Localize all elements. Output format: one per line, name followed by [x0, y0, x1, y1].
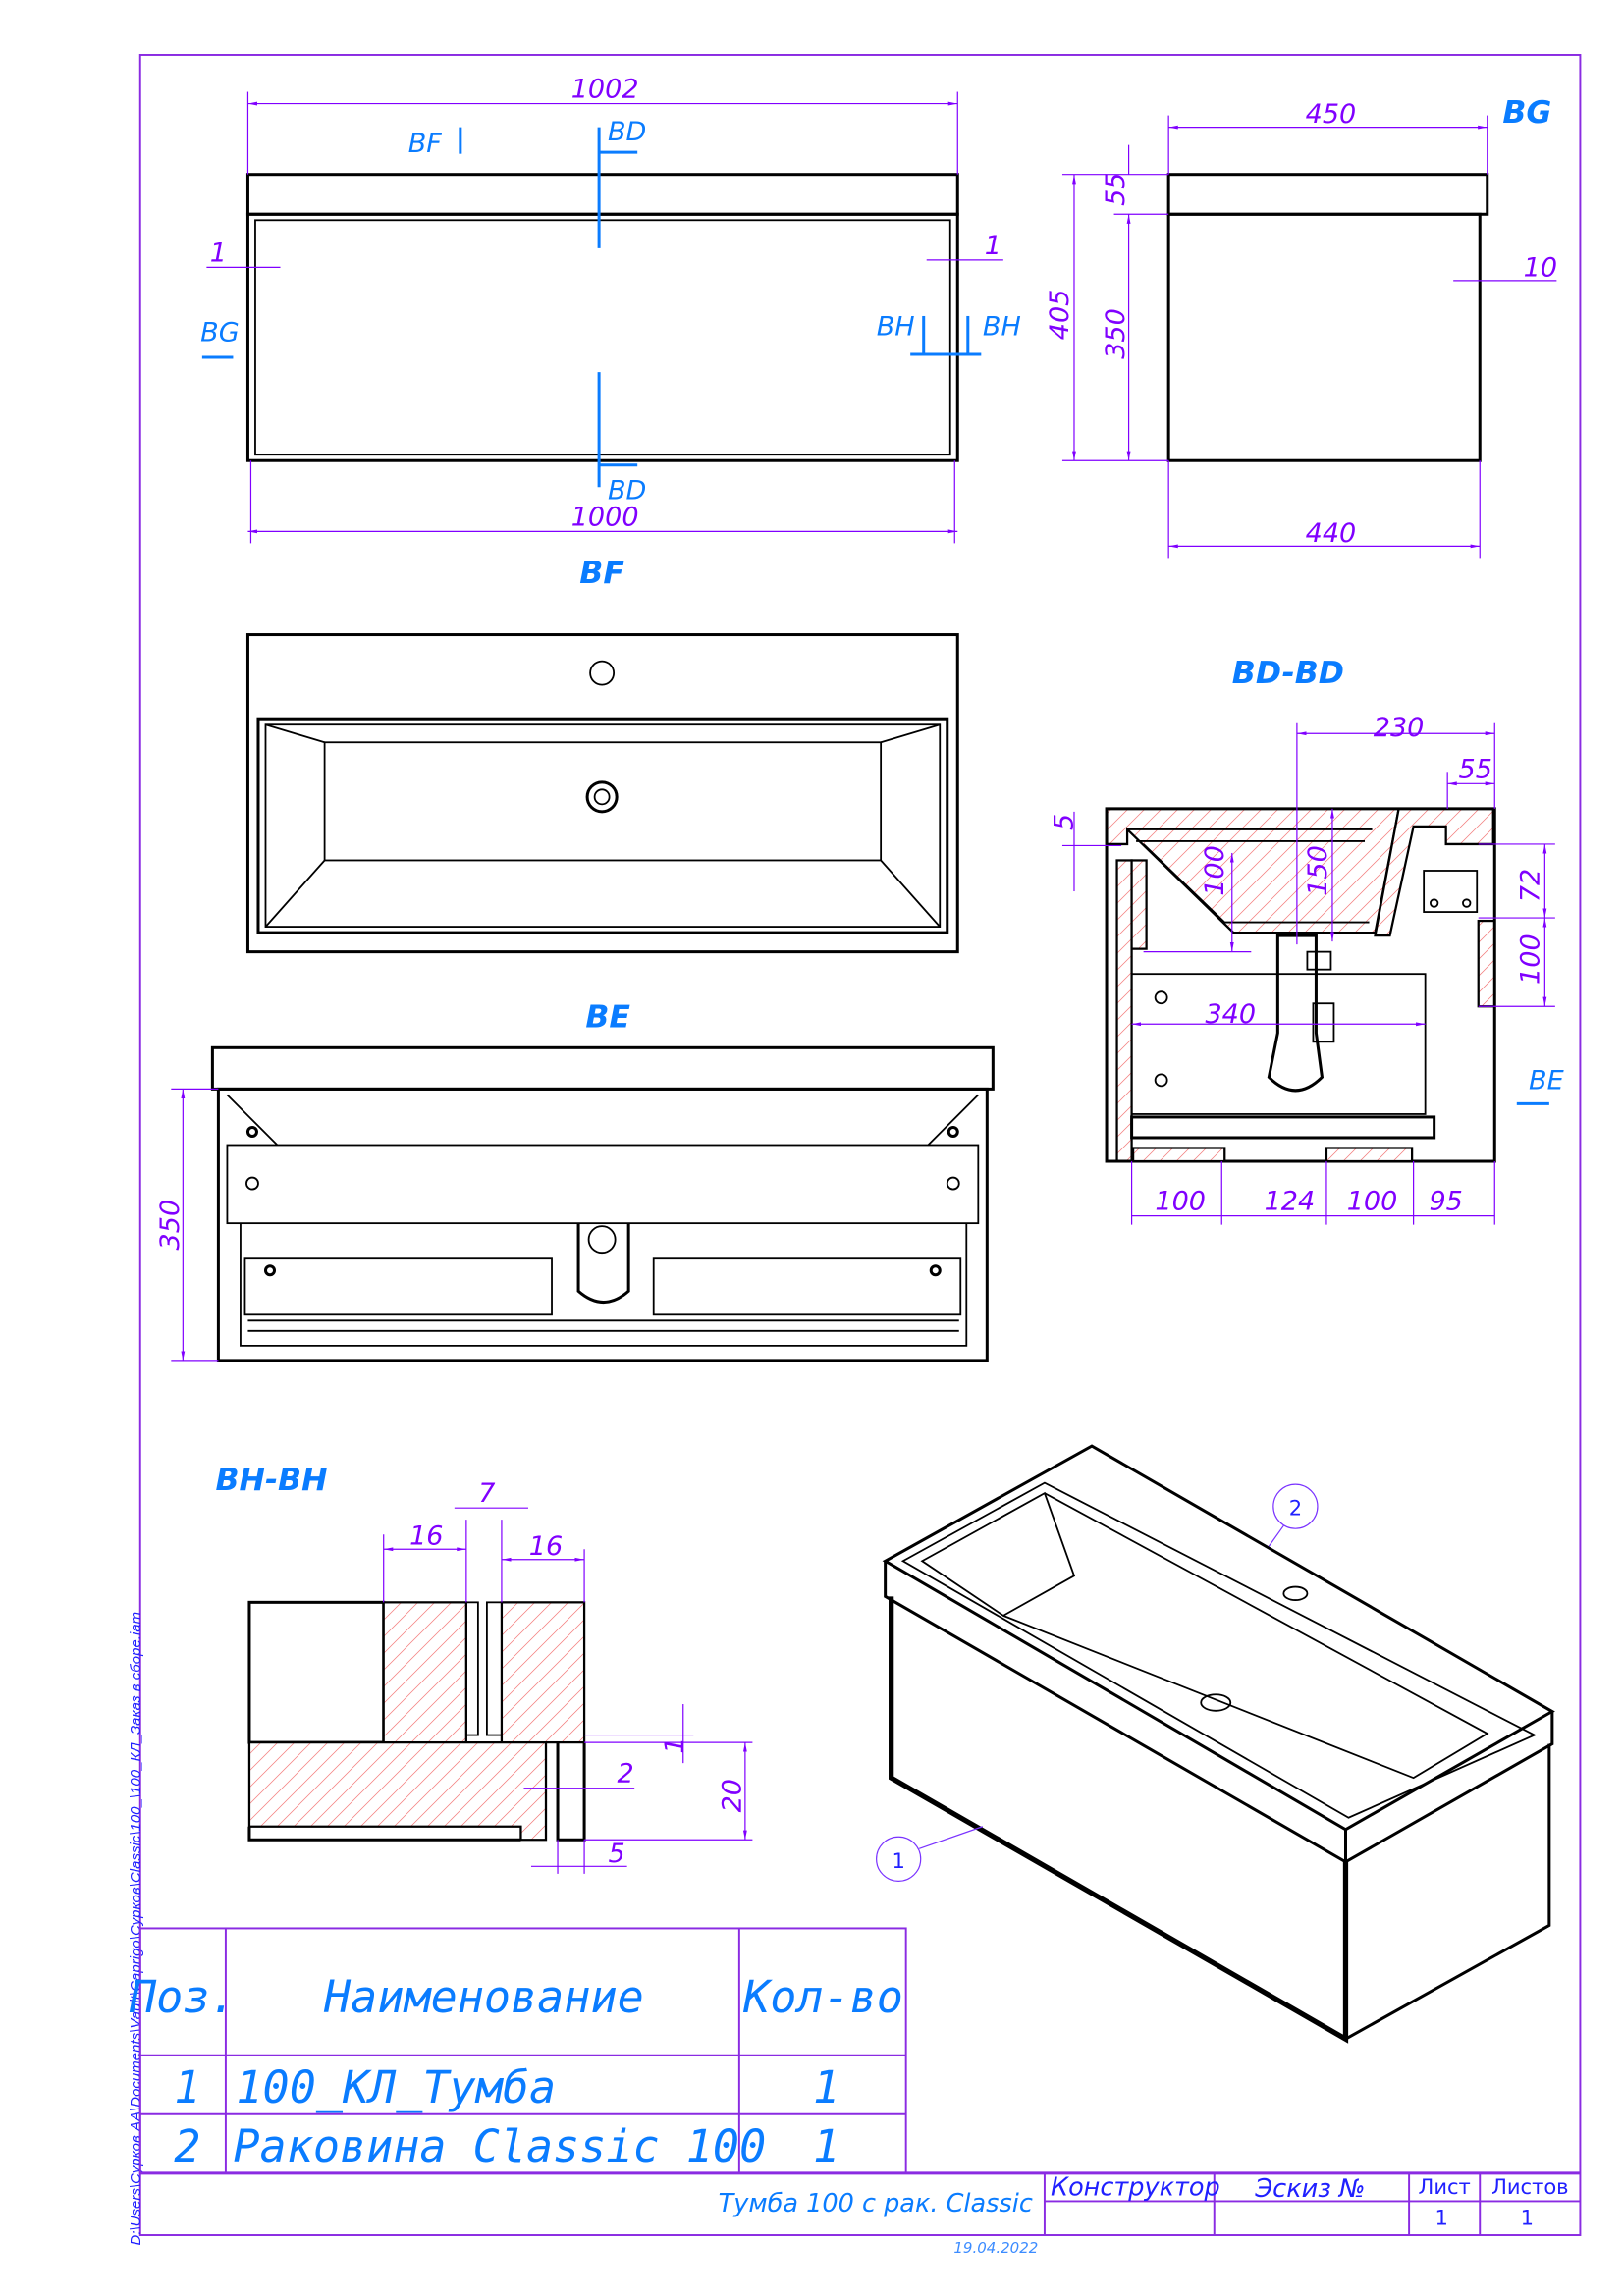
drain-hole	[585, 780, 619, 814]
dim-150: 150	[1303, 845, 1333, 896]
row-name: 100_КЛ_Тумба	[236, 2061, 556, 2113]
table-row: 1 100_КЛ_Тумба 1	[174, 2061, 839, 2113]
dim-1002: 1002	[571, 75, 639, 105]
drawing-title: Тумба 100 с рак. Classic	[719, 2189, 1033, 2218]
dim-10: 10	[1524, 252, 1557, 283]
view-title-bg: BG	[1502, 95, 1551, 131]
view-title-be: BE	[585, 999, 630, 1035]
dim-1-bh: 1	[660, 1737, 690, 1754]
dim-bottom-100a: 100	[1155, 1187, 1206, 1217]
dim-1000: 1000	[571, 502, 639, 532]
title-block: Тумба 100 с рак. Classic Конструктор Эск…	[139, 2171, 1581, 2257]
dim-bottom-100b: 100	[1347, 1187, 1398, 1217]
sketch-label: Эскиз №	[1254, 2174, 1365, 2204]
section-bd-bd: BD-BD 230 55 5 100 150 72 100 340 BE 100…	[1049, 656, 1565, 1225]
dim-55: 55	[1101, 173, 1131, 206]
cut-be: BE	[1529, 1065, 1565, 1095]
view-title-bh: BH-BH	[216, 1463, 328, 1498]
dim-350-be: 350	[155, 1200, 186, 1251]
cut-bh-left: BH	[877, 311, 915, 342]
balloon-2-label: 2	[1289, 1496, 1302, 1521]
cut-bh-right: BH	[983, 311, 1021, 342]
balloon-1	[876, 1836, 922, 1882]
designer-label: Конструктор	[1051, 2172, 1220, 2202]
dim-1-right: 1	[985, 231, 1001, 261]
dim-340: 340	[1205, 999, 1256, 1030]
section-bh-bh: BH-BH 16 16 7 1 20 2 5	[216, 1463, 753, 1874]
header-name: Наименование	[323, 1971, 644, 2023]
cut-bf: BF	[408, 129, 443, 159]
sink-top-view-bf: BF	[245, 556, 959, 954]
isometric-view: 2 1	[876, 1444, 1555, 2044]
side-view-bg: BG 450 440 405 55 350 10	[1045, 95, 1557, 559]
dim-bottom-124: 124	[1265, 1187, 1316, 1217]
sheet-label: Лист	[1419, 2174, 1471, 2199]
dim-100-bd-b: 100	[1515, 934, 1545, 985]
view-title-bd: BD-BD	[1232, 656, 1344, 691]
faucet-hole	[589, 660, 616, 686]
dim-405: 405	[1045, 290, 1075, 341]
view-title-bf: BF	[579, 556, 624, 591]
sheet-frame	[138, 54, 1582, 2236]
row-pos: 2	[174, 2120, 200, 2172]
top-view: 1002 1000 1 1 BD BD BF BG BH BH	[200, 75, 1021, 544]
dim-350: 350	[1101, 308, 1131, 359]
dim-440: 440	[1306, 518, 1357, 549]
header-qty: Кол-во	[742, 1971, 903, 2023]
dim-72: 72	[1515, 869, 1545, 902]
dim-16-right: 16	[529, 1531, 563, 1562]
dim-100-bd-a: 100	[1200, 845, 1230, 896]
dim-bottom-95: 95	[1429, 1187, 1462, 1217]
date: 19.04.2022	[953, 2239, 1038, 2257]
balloon-1-label: 1	[892, 1848, 904, 1873]
sheet-number: 1	[1434, 2205, 1447, 2229]
header-pos: Поз.	[129, 1971, 237, 2023]
dim-7: 7	[478, 1478, 495, 1509]
dim-5-bd: 5	[1049, 814, 1079, 830]
dim-1-left: 1	[210, 238, 227, 268]
table-row: 2 Раковина Classic 100 1	[174, 2120, 839, 2172]
row-qty: 1	[813, 2061, 839, 2113]
dim-2: 2	[618, 1759, 634, 1789]
dim-16-left: 16	[409, 1522, 443, 1552]
cut-bg: BG	[200, 318, 240, 348]
row-name: Раковина Classic 100	[233, 2120, 766, 2172]
sheets-count: 1	[1521, 2205, 1534, 2229]
sheets-label: Листов	[1491, 2174, 1569, 2199]
balloon-2	[1272, 1483, 1319, 1529]
dim-450: 450	[1306, 99, 1357, 130]
row-pos: 1	[174, 2061, 200, 2113]
parts-table: Поз. Наименование Кол-во 1 100_КЛ_Тумба …	[129, 1927, 907, 2174]
front-view-be: BE 350	[155, 999, 995, 1362]
dim-20: 20	[717, 1779, 747, 1812]
dim-5-bh: 5	[609, 1839, 625, 1869]
dim-55-bd: 55	[1459, 754, 1492, 784]
cut-bd-bottom: BD	[608, 475, 646, 506]
dim-230: 230	[1374, 713, 1425, 743]
row-qty: 1	[813, 2120, 839, 2172]
cut-bd-top: BD	[608, 117, 646, 147]
